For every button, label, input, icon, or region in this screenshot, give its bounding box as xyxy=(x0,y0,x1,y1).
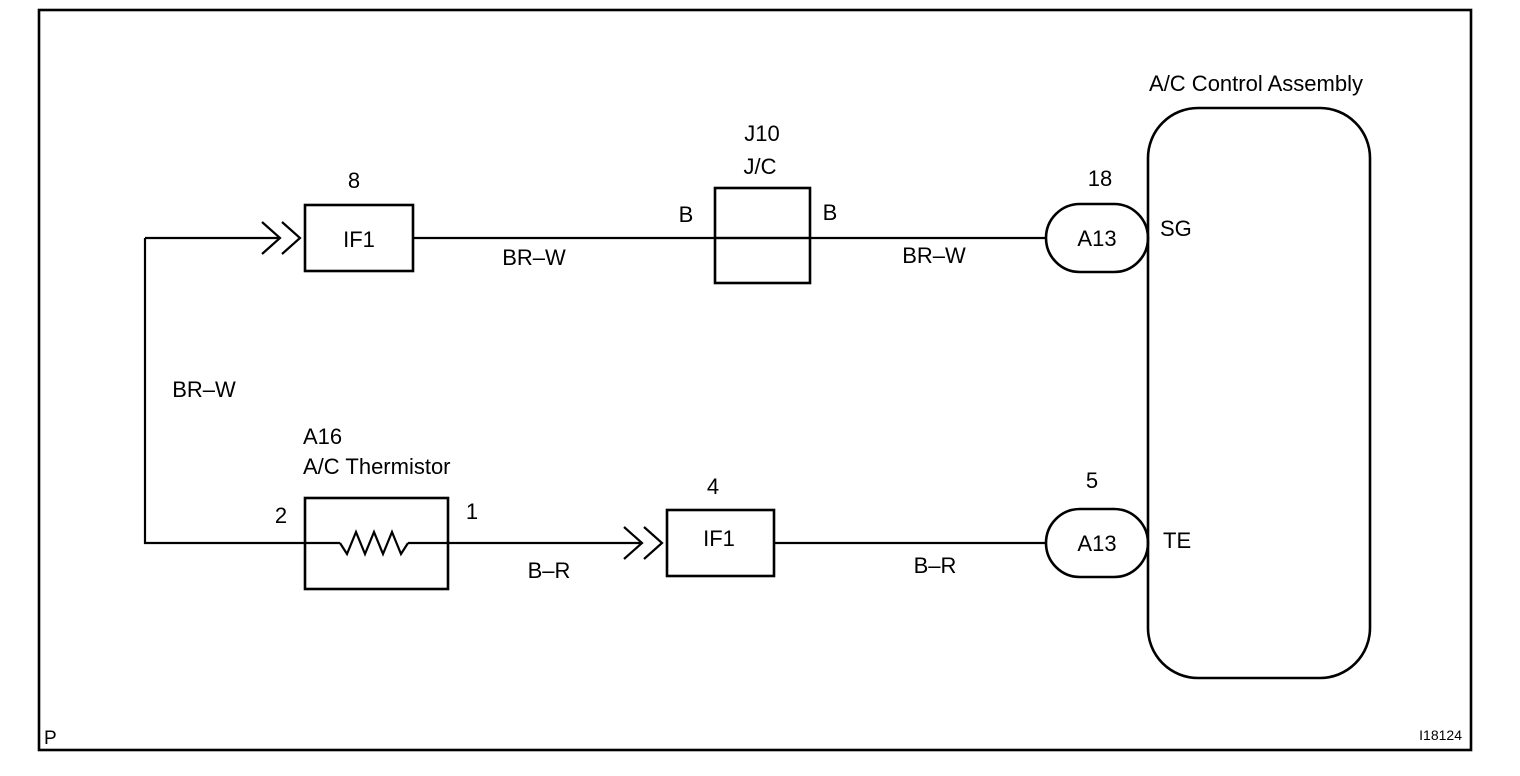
junction-right-pin: B xyxy=(823,200,838,225)
junction-box xyxy=(713,186,812,285)
if1-bottom-pin: 4 xyxy=(707,474,719,499)
thermistor-right-pin: 1 xyxy=(466,499,478,524)
page-code: P xyxy=(44,728,57,749)
thermistor-a16: A16 A/C Thermistor 2 1 xyxy=(275,424,478,591)
connector-a13-bottom: A13 5 xyxy=(1044,468,1150,579)
wire-label-vertical: BR–W xyxy=(172,377,236,402)
thermistor-name: A/C Thermistor xyxy=(303,454,451,479)
wire-label-top-right: BR–W xyxy=(902,243,966,268)
junction-id: J10 xyxy=(744,121,779,146)
thermistor-left-pin: 2 xyxy=(275,503,287,528)
resistor-zigzag-icon xyxy=(339,529,409,557)
a13-top-pin: 18 xyxy=(1088,166,1112,191)
ac-control-assembly: A/C Control Assembly SG TE xyxy=(1146,71,1372,680)
ac-control-title: A/C Control Assembly xyxy=(1149,71,1363,96)
if1-bottom: IF1 4 xyxy=(665,474,776,578)
diagram-frame xyxy=(37,8,1473,752)
wire-label-bottom-left: B–R xyxy=(528,558,571,583)
connector-a13-top: A13 18 xyxy=(1044,166,1150,274)
junction-name: J/C xyxy=(744,154,777,179)
thermistor-id: A16 xyxy=(303,424,342,449)
terminal-te: TE xyxy=(1163,528,1191,553)
junction-left-pin: B xyxy=(679,202,694,227)
wire-left-loop xyxy=(143,238,305,545)
wire-label-bottom-right: B–R xyxy=(914,553,957,578)
if1-top: IF1 8 xyxy=(303,168,415,273)
if1-top-box xyxy=(303,203,415,273)
connector-chevron-top xyxy=(261,221,302,255)
if1-bottom-label: IF1 xyxy=(703,526,735,551)
a13-bottom-label: A13 xyxy=(1077,531,1116,556)
a13-top-label: A13 xyxy=(1077,226,1116,251)
connector-chevron-bottom xyxy=(623,526,664,560)
junction-j10: J10 J/C B B xyxy=(679,121,838,285)
ac-control-body xyxy=(1146,106,1372,680)
if1-top-pin: 8 xyxy=(348,168,360,193)
figure-id: I18124 xyxy=(1419,727,1462,743)
terminal-sg: SG xyxy=(1160,216,1192,241)
a13-bottom-pin: 5 xyxy=(1086,468,1098,493)
if1-bottom-box xyxy=(665,508,776,578)
wire-label-top-left: BR–W xyxy=(502,245,566,270)
if1-top-label: IF1 xyxy=(343,227,375,252)
